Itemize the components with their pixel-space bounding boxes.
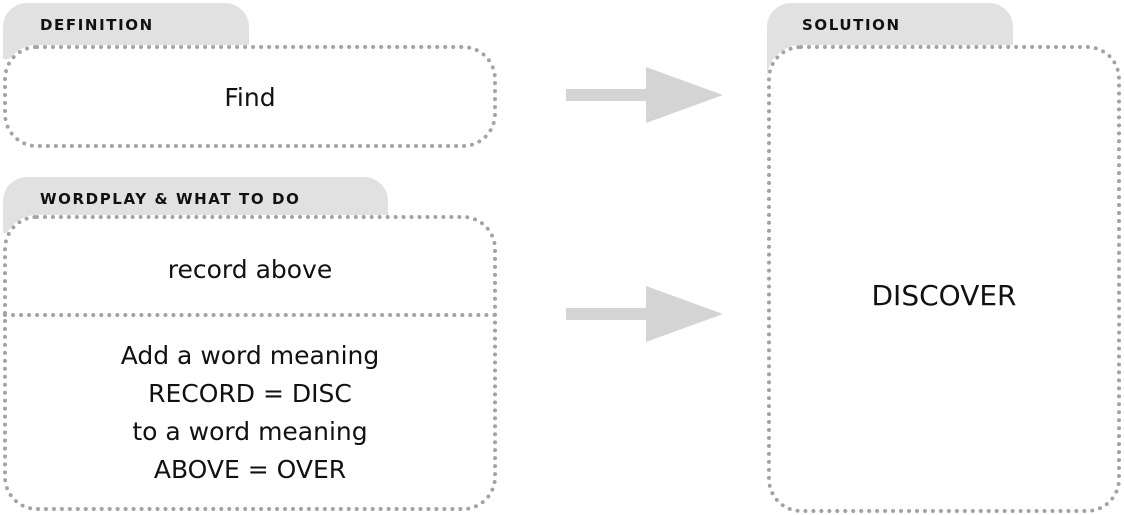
definition-label: DEFINITION [40, 16, 154, 34]
wordplay-instructions: Add a word meaning RECORD = DISC to a wo… [7, 337, 493, 489]
solution-panel: DISCOVER [767, 45, 1121, 513]
definition-panel: Find [3, 45, 497, 148]
solution-label: SOLUTION [802, 16, 901, 34]
instruction-line: Add a word meaning [120, 341, 380, 370]
wordplay-panel: record above Add a word meaning RECORD =… [3, 215, 497, 511]
arrow-right-icon [566, 286, 723, 342]
wordplay-label: WORDPLAY & WHAT TO DO [40, 190, 301, 208]
solution-answer: DISCOVER [871, 279, 1017, 312]
instruction-line: ABOVE = OVER [153, 455, 347, 484]
arrow-right-icon [566, 67, 723, 123]
wordplay-fodder: record above [167, 255, 333, 284]
wordplay-divider [3, 313, 497, 317]
instruction-line: to a word meaning [132, 417, 368, 446]
instruction-line: RECORD = DISC [148, 379, 352, 408]
definition-text: Find [224, 83, 276, 112]
